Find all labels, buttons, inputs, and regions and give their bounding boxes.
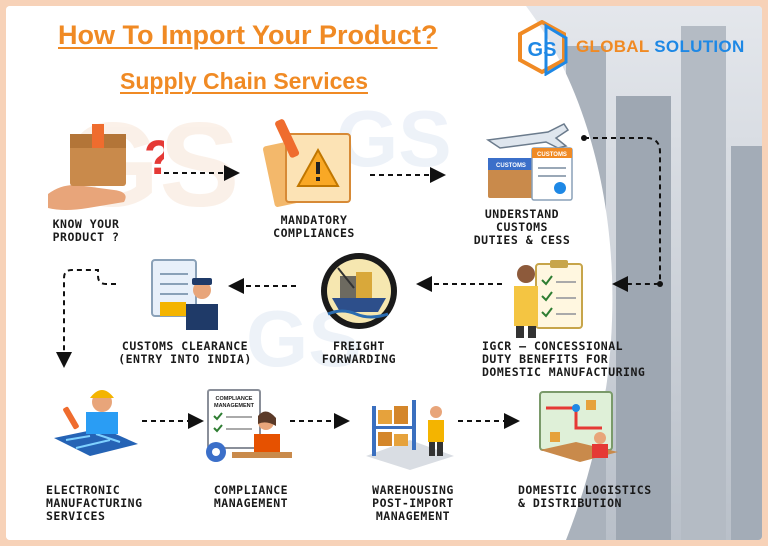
arrow-6-7 <box>64 270 116 366</box>
step-freight-forwarding: FREIGHT FORWARDING <box>298 340 420 366</box>
svg-text:?: ? <box>144 132 164 185</box>
step-warehousing: WAREHOUSING POST-IMPORT MANAGEMENT <box>358 484 468 523</box>
step-domestic-logistics: DOMESTIC LOGISTICS & DISTRIBUTION <box>518 484 668 510</box>
step-igcr: IGCR – CONCESSIONAL DUTY BENEFITS FOR DO… <box>482 340 652 379</box>
svg-text:MANAGEMENT: MANAGEMENT <box>214 403 255 409</box>
warehouse-icon <box>362 386 458 472</box>
customs-officer-icon <box>146 254 226 332</box>
infographic-frame: GS GS GS How To Import Your Product? Sup… <box>6 6 762 540</box>
compliance-management-icon: COMPLIANCE MANAGEMENT <box>202 386 294 472</box>
compliance-documents-icon <box>258 114 370 214</box>
svg-text:COMPLIANCE: COMPLIANCE <box>216 396 253 402</box>
step-customs-clearance: CUSTOMS CLEARANCE (ENTRY INTO INDIA) <box>110 340 260 366</box>
customs-airplane-icon: CUSTOMS CUSTOMS <box>480 118 584 204</box>
step-customs-duties: UNDERSTAND CUSTOMS DUTIES & CESS <box>462 208 582 247</box>
package-question-icon: ? <box>44 116 164 216</box>
cargo-ship-icon <box>318 250 400 332</box>
svg-text:CUSTOMS: CUSTOMS <box>537 152 567 158</box>
arrow-3-4 <box>584 138 660 284</box>
step-compliance-management: COMPLIANCE MANAGEMENT <box>196 484 306 510</box>
clipboard-person-icon <box>506 256 586 340</box>
step-electronic-manufacturing: ELECTRONIC MANUFACTURING SERVICES <box>46 484 166 523</box>
svg-text:CUSTOMS: CUSTOMS <box>496 163 526 169</box>
step-mandatory-compliances: MANDATORY COMPLIANCES <box>258 214 370 240</box>
step-know-your-product: KNOW YOUR PRODUCT ? <box>36 218 136 244</box>
engineer-circuit-icon <box>46 378 142 464</box>
logistics-map-icon <box>536 388 622 474</box>
